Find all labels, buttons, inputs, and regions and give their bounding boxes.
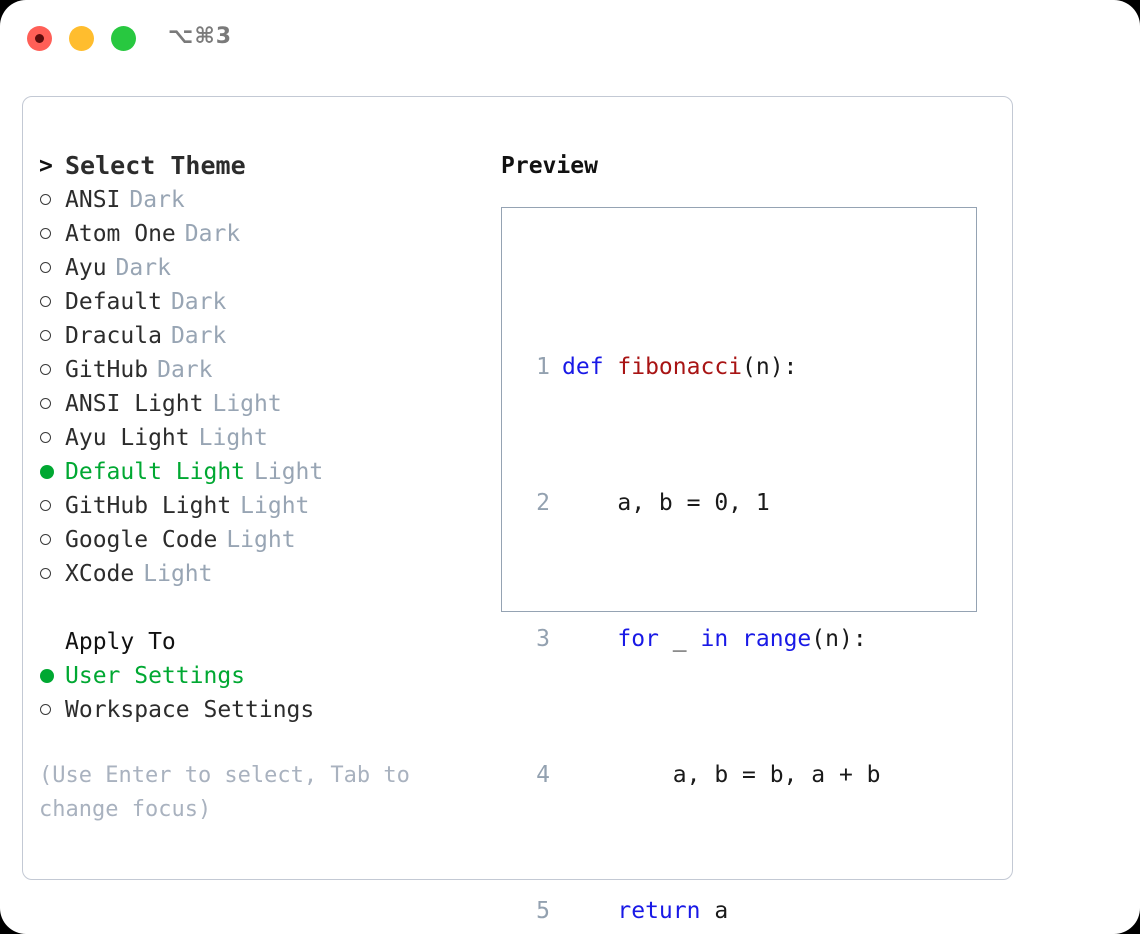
theme-item-dracula-dark[interactable]: Dracula Dark xyxy=(39,319,499,353)
code-token: a, b = 0, 1 xyxy=(562,490,770,516)
theme-item-google-code[interactable]: Google Code Light xyxy=(39,523,499,557)
code-token: for xyxy=(617,626,659,652)
code-token: def xyxy=(562,354,618,380)
theme-item-ansi-light[interactable]: ANSI Light Light xyxy=(39,387,499,421)
apply-to-label: Workspace Settings xyxy=(65,697,315,723)
keyboard-hint-text: (Use Enter to select, Tab to change focu… xyxy=(39,763,424,822)
prompt-caret-icon: > xyxy=(39,153,53,179)
line-number: 1 xyxy=(536,354,550,380)
theme-label: ANSI xyxy=(65,187,121,213)
traffic-light-buttons xyxy=(27,26,136,51)
list-spacer xyxy=(39,591,499,625)
line-number: 4 xyxy=(536,762,550,788)
theme-item-ayu-dark[interactable]: Ayu Dark xyxy=(39,251,499,285)
theme-mode-tag: Light xyxy=(198,425,268,451)
theme-mode-tag: Light xyxy=(143,561,213,587)
keyboard-shortcut-label: ⌥⌘3 xyxy=(168,24,233,49)
select-theme-title: Select Theme xyxy=(65,151,246,180)
code-line: 5 return a xyxy=(524,894,908,928)
line-number: 5 xyxy=(536,898,550,924)
line-number: 3 xyxy=(536,626,550,652)
apply-to-title: Apply To xyxy=(65,629,176,655)
apply-to-workspace-settings[interactable]: Workspace Settings xyxy=(39,693,499,727)
theme-mode-tag: Dark xyxy=(157,357,213,383)
theme-selector-panel: > Select Theme ANSI Dark Atom One Dark A… xyxy=(22,96,1013,924)
theme-item-default-dark[interactable]: Default Dark xyxy=(39,285,499,319)
theme-label: Google Code xyxy=(65,527,218,553)
theme-label: GitHub xyxy=(65,357,149,383)
theme-item-atom-one-dark[interactable]: Atom One Dark xyxy=(39,217,499,251)
code-token: a xyxy=(700,898,729,924)
theme-label: Dracula xyxy=(65,323,162,349)
code-token xyxy=(728,626,742,652)
code-token: in xyxy=(700,626,729,652)
close-button-icon[interactable] xyxy=(27,26,52,51)
hint-spacer xyxy=(39,727,499,759)
code-token: (n): xyxy=(811,626,867,652)
code-token xyxy=(562,626,617,652)
theme-mode-tag: Dark xyxy=(170,289,227,315)
theme-item-ansi-dark[interactable]: ANSI Dark xyxy=(39,183,499,217)
theme-item-github-dark[interactable]: GitHub Dark xyxy=(39,353,499,387)
code-token: (n): xyxy=(742,354,798,380)
zoom-button-icon[interactable] xyxy=(111,26,136,51)
theme-mode-tag: Dark xyxy=(115,255,171,281)
line-number: 2 xyxy=(536,490,550,516)
theme-label: Atom One xyxy=(65,221,176,247)
code-line: 3 for _ in range(n): xyxy=(524,622,908,656)
title-bar: ⌥⌘3 xyxy=(0,0,1140,76)
theme-mode-tag: Dark xyxy=(184,221,241,247)
code-token xyxy=(562,898,617,924)
theme-label: Ayu xyxy=(65,255,107,281)
theme-label: Ayu Light xyxy=(65,425,190,451)
code-token: a, b = b, a + b xyxy=(562,762,881,788)
code-line: 4 a, b = b, a + b xyxy=(524,758,908,792)
theme-item-github-light[interactable]: GitHub Light Light xyxy=(39,489,499,523)
preview-title: Preview xyxy=(501,153,598,179)
code-token: fibonacci xyxy=(617,354,743,380)
theme-mode-tag: Dark xyxy=(170,323,227,349)
code-token: _ xyxy=(658,626,701,652)
code-token: return xyxy=(617,898,701,924)
theme-mode-tag: Light xyxy=(212,391,282,417)
theme-list-column: > Select Theme ANSI Dark Atom One Dark A… xyxy=(39,149,499,827)
code-line: 2 a, b = 0, 1 xyxy=(524,486,908,520)
theme-item-xcode[interactable]: XCode Light xyxy=(39,557,499,591)
code-line: 1 def fibonacci(n): xyxy=(524,350,908,384)
theme-label: XCode xyxy=(65,561,135,587)
theme-item-default-light[interactable]: Default Light Light xyxy=(39,455,499,489)
theme-mode-tag: Light xyxy=(240,493,310,519)
apply-to-label: User Settings xyxy=(65,663,246,689)
theme-label: ANSI Light xyxy=(65,391,204,417)
theme-mode-tag: Dark xyxy=(129,187,185,213)
theme-label: Default Light xyxy=(65,459,246,485)
minimize-button-icon[interactable] xyxy=(69,26,94,51)
code-token: range xyxy=(742,626,812,652)
theme-mode-tag: Light xyxy=(226,527,296,553)
select-theme-header: > Select Theme xyxy=(39,149,499,183)
theme-item-ayu-light[interactable]: Ayu Light Light xyxy=(39,421,499,455)
apply-to-user-settings[interactable]: User Settings xyxy=(39,659,499,693)
theme-label: GitHub Light xyxy=(65,493,232,519)
theme-mode-tag: Light xyxy=(254,459,324,485)
theme-label: Default xyxy=(65,289,162,315)
